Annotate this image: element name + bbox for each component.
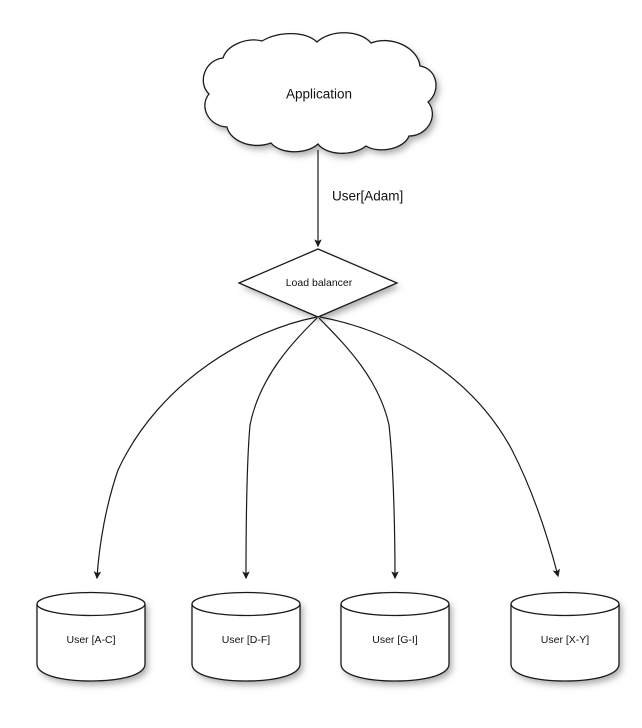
- edge-curve-db-1: [93, 316, 318, 580]
- node-load-balancer[interactable]: Load balancer: [237, 248, 399, 318]
- cylinder-body-outline-2: [191, 604, 301, 682]
- edge-balancer-to-db-3: [318, 317, 399, 580]
- node-application[interactable]: Application: [202, 32, 437, 154]
- cylinder-top-outline-2: [191, 591, 301, 617]
- cloud-shape: [203, 32, 436, 154]
- node-database-2[interactable]: User [D-F]: [191, 591, 301, 682]
- database-1-label: User [A-C]: [66, 634, 115, 646]
- node-database-3[interactable]: User [G-I]: [340, 591, 450, 682]
- edge-curve-db-4: [319, 316, 560, 578]
- database-3-label: User [G-I]: [372, 634, 418, 646]
- cylinder-top-outline-3: [340, 591, 450, 617]
- edge-curve-db-3: [318, 317, 399, 580]
- load-balancer-label: Load balancer: [286, 277, 353, 289]
- node-database-4[interactable]: User [X-Y]: [510, 591, 620, 682]
- edge-label-user-adam: User[Adam]: [332, 189, 403, 204]
- cylinder-body-outline-3: [340, 604, 450, 682]
- cylinder-body-4: [511, 605, 619, 681]
- cylinder-body-2: [192, 605, 300, 681]
- cylinder-body-1: [37, 605, 145, 681]
- edge-balancer-to-db-2: [242, 317, 318, 580]
- database-4-label: User [X-Y]: [541, 634, 590, 646]
- cylinder-body-outline-4: [510, 604, 620, 682]
- cylinder-body-3: [341, 605, 449, 681]
- database-2-label: User [D-F]: [222, 634, 270, 646]
- edge-balancer-to-db-4: [319, 316, 560, 578]
- node-database-1[interactable]: User [A-C]: [36, 591, 146, 682]
- diamond-outline: [237, 248, 399, 318]
- cylinder-top-4: [511, 592, 619, 616]
- cylinder-top-outline-1: [36, 591, 146, 617]
- edge-curve-db-2: [242, 317, 318, 580]
- cylinder-top-2: [192, 592, 300, 616]
- cylinder-top-3: [341, 592, 449, 616]
- edge-application-to-balancer: User[Adam]: [314, 150, 403, 248]
- application-label: Application: [286, 87, 352, 102]
- cloud-outline: [202, 32, 437, 154]
- edge-balancer-to-db-1: [93, 316, 318, 580]
- cylinder-body-outline-1: [36, 604, 146, 682]
- cylinder-top-outline-4: [510, 591, 620, 617]
- cylinder-top-1: [37, 592, 145, 616]
